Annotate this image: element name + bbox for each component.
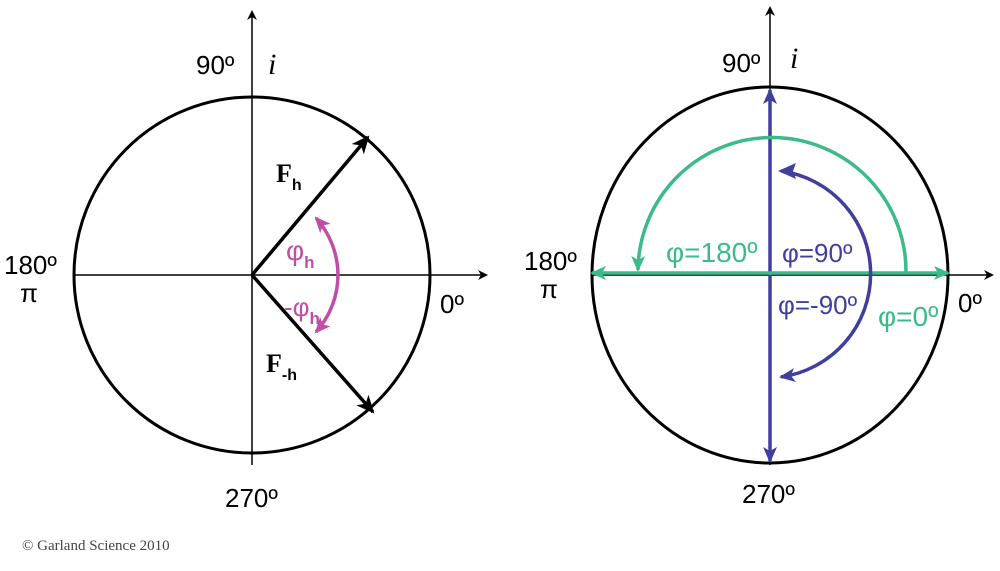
left-label-pi: π — [20, 278, 38, 308]
label-phi-0: φ=0º — [878, 301, 938, 332]
right-label-180: 180º — [524, 246, 577, 276]
label-minus-phi-h: -φh — [284, 292, 320, 328]
left-label-90: 90º — [196, 50, 235, 80]
right-label-0: 0º — [958, 288, 982, 318]
right-diagram: 90º i 180º π 0º 270º φ=180º φ=90º φ=-90º… — [524, 6, 994, 509]
left-label-270: 270º — [225, 483, 278, 513]
label-phi-90: φ=90º — [782, 238, 853, 268]
blue-arc-90-to-minus90 — [779, 169, 873, 382]
blue-arc-top-head — [778, 163, 796, 179]
vector-fh — [250, 135, 370, 277]
label-phi-minus-90: φ=-90º — [778, 290, 858, 320]
green-arc-0-to-180 — [631, 135, 908, 274]
label-fh: Fh — [276, 159, 302, 194]
left-diagram: 90º i 180º π 0º 270º Fh F-h φh -φh — [4, 10, 488, 513]
label-phi-180: φ=180º — [666, 237, 757, 268]
right-label-270: 270º — [742, 479, 795, 509]
vector-f-minus-h — [250, 273, 375, 414]
copyright-credit: © Garland Science 2010 — [22, 538, 170, 554]
right-label-pi: π — [540, 274, 558, 304]
left-label-180: 180º — [4, 250, 57, 280]
label-f-minus-h: F-h — [266, 349, 297, 384]
phase-arc-fh — [314, 216, 340, 276]
left-label-0: 0º — [440, 289, 464, 319]
right-label-i: i — [790, 42, 798, 75]
phase-arc-f-minus-h — [314, 274, 340, 334]
left-label-i: i — [268, 48, 276, 81]
label-phi-h: φh — [286, 235, 315, 272]
right-label-90: 90º — [722, 48, 761, 78]
